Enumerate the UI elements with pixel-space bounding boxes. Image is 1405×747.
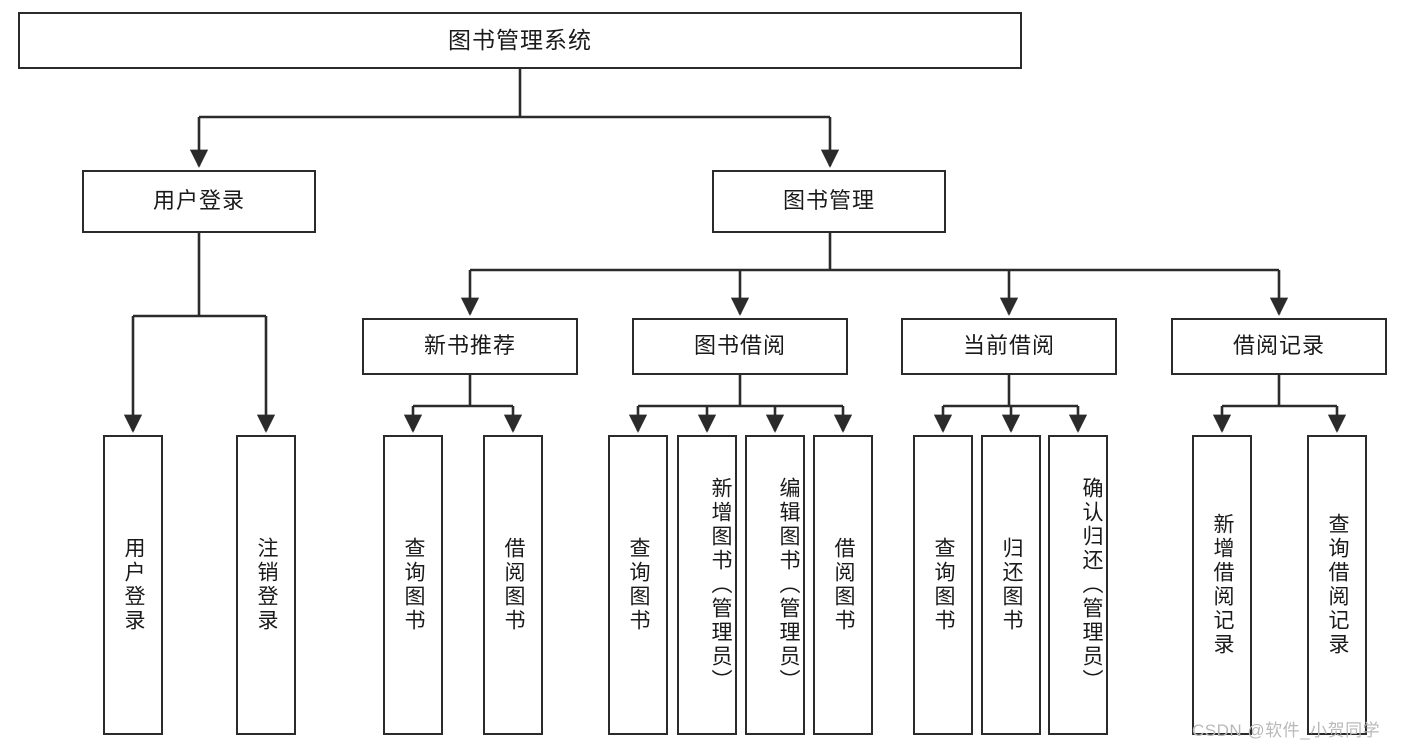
leaf-borrow-edit-book[interactable]: 编辑图书（管理员） bbox=[745, 435, 805, 735]
leaf-current-return-book[interactable]: 归还图书 bbox=[981, 435, 1041, 735]
leaf-user-login-signout[interactable]: 注销登录 bbox=[236, 435, 296, 735]
leaf-current-confirm-return[interactable]: 确认归还（管理员） bbox=[1048, 435, 1108, 735]
node-book-borrow[interactable]: 图书借阅 bbox=[632, 318, 848, 375]
leaf-new-book-query[interactable]: 查询图书 bbox=[383, 435, 443, 735]
leaf-borrow-add-book[interactable]: 新增图书（管理员） bbox=[677, 435, 737, 735]
leaf-records-add-record[interactable]: 新增借阅记录 bbox=[1192, 435, 1252, 735]
watermark-text: CSDN @软件_小贺同学 bbox=[1192, 721, 1381, 740]
node-root[interactable]: 图书管理系统 bbox=[18, 12, 1022, 69]
node-borrow-records[interactable]: 借阅记录 bbox=[1171, 318, 1387, 375]
leaf-current-query-book[interactable]: 查询图书 bbox=[913, 435, 973, 735]
node-user-login[interactable]: 用户登录 bbox=[82, 170, 316, 233]
leaf-new-book-borrow[interactable]: 借阅图书 bbox=[483, 435, 543, 735]
leaf-borrow-borrow-book[interactable]: 借阅图书 bbox=[813, 435, 873, 735]
leaf-borrow-query-book[interactable]: 查询图书 bbox=[608, 435, 668, 735]
node-new-book-recommend[interactable]: 新书推荐 bbox=[362, 318, 578, 375]
leaf-user-login-signin[interactable]: 用户登录 bbox=[103, 435, 163, 735]
leaf-records-query-record[interactable]: 查询借阅记录 bbox=[1307, 435, 1367, 735]
node-book-management[interactable]: 图书管理 bbox=[712, 170, 946, 233]
node-current-borrow[interactable]: 当前借阅 bbox=[901, 318, 1117, 375]
